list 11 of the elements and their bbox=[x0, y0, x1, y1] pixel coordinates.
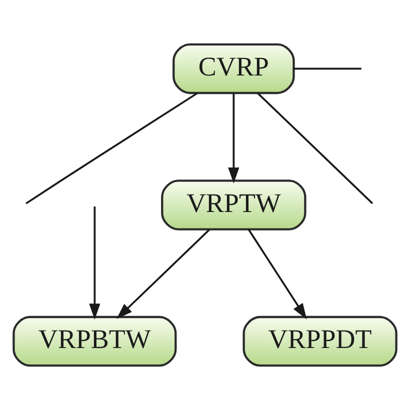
arrow bbox=[228, 93, 240, 184]
connector bbox=[294, 68, 362, 70]
connector bbox=[257, 92, 374, 204]
arrow bbox=[116, 228, 210, 319]
arrow bbox=[89, 206, 100, 320]
node-box: CVRP bbox=[172, 43, 295, 94]
arrow bbox=[248, 229, 307, 320]
node-box: VRPBTW bbox=[12, 316, 177, 367]
connector bbox=[26, 92, 198, 204]
node-box: VRPTW bbox=[161, 180, 306, 230]
node-box: VRPPDT bbox=[242, 316, 398, 367]
